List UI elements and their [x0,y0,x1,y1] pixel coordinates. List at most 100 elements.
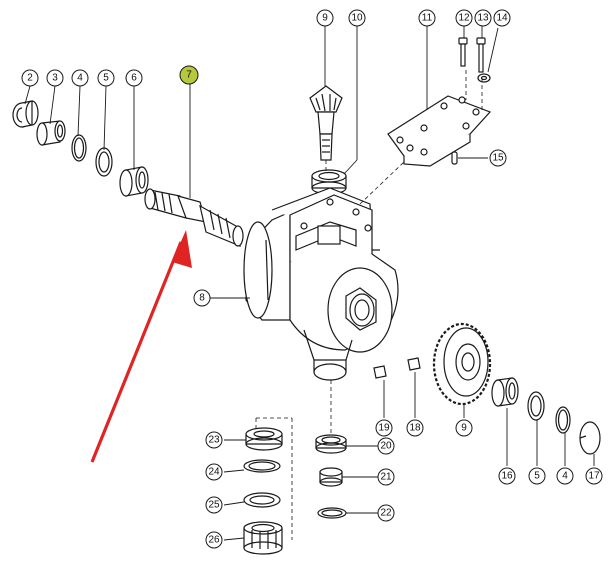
callout-c4b: 4 [556,467,574,485]
bolt-part-13 [476,37,486,73]
leader-lines [24,26,595,541]
callout-c17: 17 [585,467,603,485]
callout-label: 18 [409,423,421,434]
bearing-part-3 [36,120,66,146]
callout-label: 23 [208,435,220,446]
callout-c11: 11 [418,9,436,27]
callout-label: 24 [208,467,220,478]
callout-circle [375,419,393,437]
bearing-part-6 [119,166,149,197]
callout-circle [46,69,64,87]
callout-label: 17 [588,471,600,482]
callout-label: 15 [492,153,504,164]
callout-label: 9 [461,423,467,434]
callout-circle [125,69,143,87]
plug-part-18 [407,357,421,371]
callout-c7: 7 [179,65,199,85]
callout-label: 22 [380,508,392,519]
seal-part-23 [245,427,283,451]
callout-circle [377,437,395,455]
bearing-part-10 [311,169,347,195]
washer-part-14 [477,73,491,83]
callout-c5b: 5 [528,467,546,485]
callout-c10: 10 [348,9,366,27]
callout-c8: 8 [193,289,211,307]
washer-part-25 [243,492,281,508]
callout-c2: 2 [21,69,39,87]
callout-c9b: 9 [455,419,473,437]
callout-circle [556,467,574,485]
callout-circle [21,69,39,87]
bolt-part-12 [458,37,468,67]
callout-c25: 25 [205,496,223,514]
callout-label: 9 [322,13,328,24]
callout-circle [493,9,511,27]
snap-ring-part-22 [317,507,347,519]
red-pointer-arrow [90,230,192,463]
callout-c23: 23 [205,431,223,449]
callout-circle [316,9,334,27]
callout-circle [377,468,395,486]
bevel-pinion-part-9-top [309,85,343,161]
callout-label: 16 [501,471,513,482]
cover-plate-part-11 [387,95,492,167]
callout-label: 14 [496,13,508,24]
pin-part-15 [451,151,458,165]
alignment-lines [255,70,483,540]
callout-circle [498,467,516,485]
bearing-part-26 [243,521,283,555]
bushing-part-21 [319,467,343,487]
callout-c13: 13 [474,9,492,27]
callout-circle [489,149,507,167]
callout-c9a: 9 [316,9,334,27]
callout-label: 7 [186,70,192,81]
callout-circle [205,463,223,481]
crown-gear-part-9 [432,322,492,406]
callout-circle [418,9,436,27]
callout-c5a: 5 [97,69,115,87]
bearing-part-20 [315,434,347,454]
seal-ring-part-2 [12,100,39,128]
bearing-part-16 [491,377,519,407]
callout-label: 19 [378,423,390,434]
callout-label: 11 [422,13,433,24]
callout-circle [528,467,546,485]
callout-label: 2 [27,73,33,84]
callout-c12: 12 [455,9,473,27]
callout-circle [179,65,199,85]
callout-c4a: 4 [71,69,89,87]
callout-c21: 21 [377,468,395,486]
callout-circle [205,531,223,549]
callout-circle [455,419,473,437]
callout-c15: 15 [489,149,507,167]
plug-part-19 [373,365,387,379]
cap-part-17 [579,421,601,455]
callout-c20: 20 [377,437,395,455]
snap-ring-part-24 [243,459,281,473]
gear-housing-part-8 [243,187,399,381]
snap-ring-part-4-right [555,406,571,434]
callout-circle [193,289,211,307]
callout-label: 12 [458,13,470,24]
callout-label: 3 [52,73,58,84]
shaft-part-7 [144,188,244,247]
callout-circle [348,9,366,27]
callout-circle [406,419,424,437]
parts-drawings [12,37,601,555]
callout-c18: 18 [406,419,424,437]
callout-label: 4 [77,73,83,84]
callout-label: 13 [477,13,489,24]
callout-circle [585,467,603,485]
callout-c19: 19 [375,419,393,437]
callout-label: 21 [380,472,392,483]
callout-label: 4 [562,471,568,482]
callout-c16: 16 [498,467,516,485]
callout-label: 25 [208,500,220,511]
callout-label: 8 [199,293,205,304]
callout-circle [377,504,395,522]
callout-circle [455,9,473,27]
callout-circle [205,496,223,514]
washer-part-5 [95,147,113,177]
